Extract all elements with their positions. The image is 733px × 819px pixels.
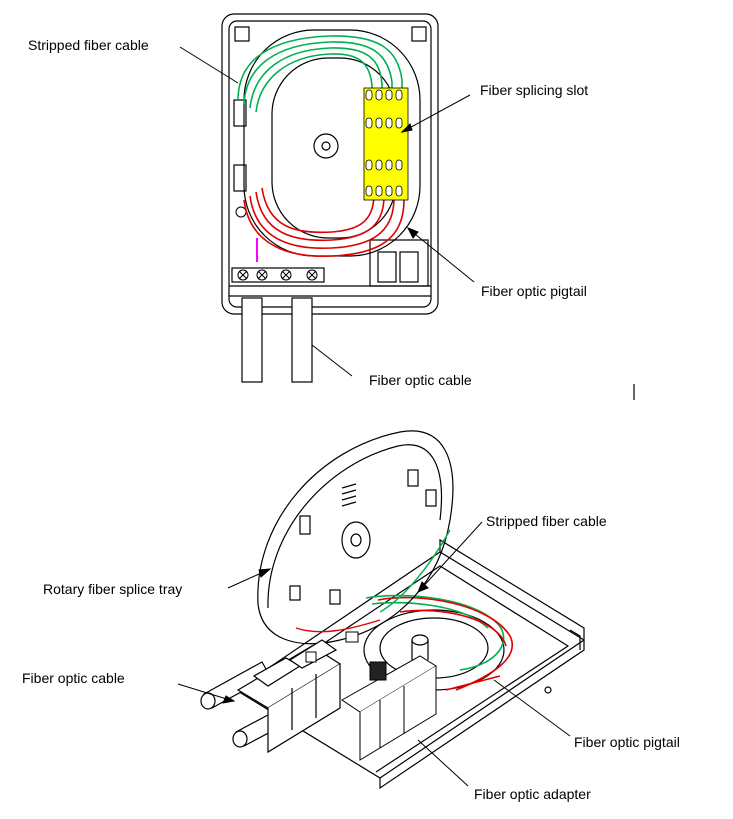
- label-fiber-optic-cable-perspective: Fiber optic cable: [22, 670, 125, 686]
- fiber-optic-cables-top: [241, 297, 313, 383]
- label-fiber-splicing-slot: Fiber splicing slot: [480, 82, 589, 98]
- red-fibers-top: [243, 178, 405, 257]
- rotary-splice-tray-perspective: [257, 430, 454, 645]
- top-view-leader-lines: [179, 46, 475, 377]
- label-fiber-optic-cable-top: Fiber optic cable: [369, 372, 472, 388]
- top-view-enclosure: [221, 13, 439, 315]
- cable-clamp-screws: [235, 206, 318, 281]
- fiber-optic-adapters-perspective: [305, 631, 437, 761]
- label-fiber-optic-pigtail-top: Fiber optic pigtail: [481, 283, 587, 299]
- fiber-splicing-slot: [363, 87, 409, 201]
- perspective-leader-lines: [177, 521, 571, 787]
- label-fiber-optic-pigtail-perspective: Fiber optic pigtail: [574, 734, 680, 750]
- label-stripped-fiber-cable-perspective: Stripped fiber cable: [486, 513, 607, 529]
- label-fiber-optic-adapter: Fiber optic adapter: [474, 786, 591, 802]
- tray-fibers: [295, 529, 451, 633]
- base-fibers-red: [377, 596, 513, 691]
- label-rotary-fiber-splice-tray: Rotary fiber splice tray: [43, 581, 183, 597]
- label-stripped-fiber-cable-top: Stripped fiber cable: [28, 37, 149, 53]
- green-fibers-top: [237, 35, 403, 113]
